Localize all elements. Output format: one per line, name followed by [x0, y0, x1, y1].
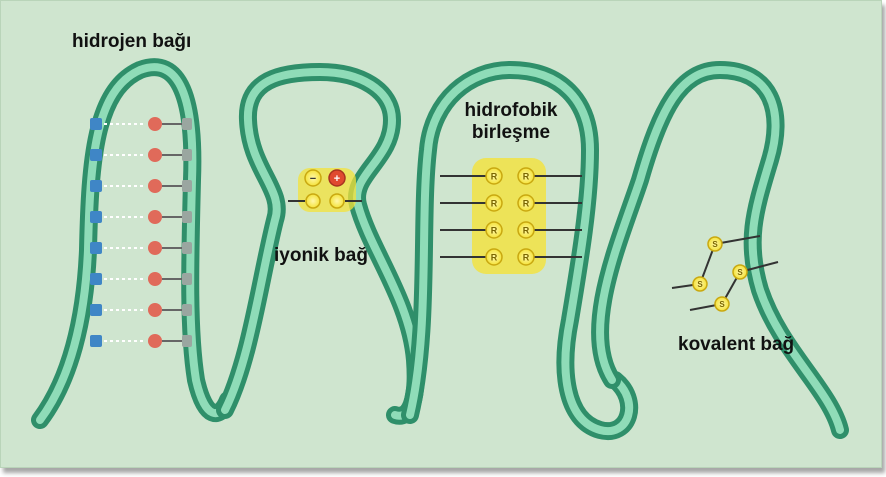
backbone-group — [182, 304, 192, 316]
ribbon-covalent — [600, 70, 840, 430]
acceptor-group — [148, 148, 162, 162]
donor-group — [90, 149, 102, 161]
acceptor-group — [148, 210, 162, 224]
r-group-symbol: R — [491, 172, 498, 182]
hydrogen-bond-row — [90, 334, 192, 348]
acceptor-group — [148, 334, 162, 348]
hydrogen-bond-row — [90, 148, 192, 162]
r-group-symbol: R — [491, 226, 498, 236]
sulfur-symbol: S — [737, 268, 743, 277]
hydrophobic-label: hidrofobik birleşme — [456, 100, 566, 144]
acceptor-group — [148, 241, 162, 255]
backbone-group — [182, 335, 192, 347]
ribbon-hydrogen — [40, 67, 228, 420]
acceptor-group — [148, 117, 162, 131]
r-group-symbol: R — [523, 253, 530, 263]
donor-group — [90, 180, 102, 192]
hydrogen-bond-row — [90, 303, 192, 317]
donor-group — [90, 242, 102, 254]
r-group-symbol: R — [491, 253, 498, 263]
hydrogen-bond-rows — [90, 117, 192, 348]
hydrogen-bond-row — [90, 179, 192, 193]
ionic-groups: − + — [288, 168, 362, 212]
backbone-group — [182, 149, 192, 161]
hydrogen-bond-row — [90, 210, 192, 224]
sulfur-symbol: S — [719, 300, 725, 309]
acceptor-group — [148, 179, 162, 193]
acceptor-group — [148, 272, 162, 286]
covalent-bond-label: kovalent bağ — [678, 334, 794, 356]
hydrophobic-label-line1: hidrofobik — [456, 100, 566, 122]
hydrogen-bond-row — [90, 241, 192, 255]
ionic-bond-label: iyonik bağ — [274, 245, 368, 267]
donor-group — [90, 304, 102, 316]
donor-group — [90, 273, 102, 285]
donor-group — [90, 211, 102, 223]
hydrogen-bond-row — [90, 272, 192, 286]
sulfur-symbol: S — [697, 280, 703, 289]
backbone-group — [182, 242, 192, 254]
r-group-symbol: R — [523, 226, 530, 236]
hydrophobic-groups: R R R R R R R R — [440, 158, 582, 274]
hydrophobic-label-line2: birleşme — [456, 122, 566, 144]
donor-group — [90, 335, 102, 347]
ribbon-ionic — [225, 72, 416, 416]
ionic-minus-symbol: − — [310, 173, 316, 185]
hydrogen-bond-label: hidrojen bağı — [72, 31, 191, 53]
r-group-symbol: R — [523, 199, 530, 209]
r-group-symbol: R — [491, 199, 498, 209]
ionic-plus-symbol: + — [334, 173, 340, 185]
backbone-group — [182, 180, 192, 192]
backbone-group — [182, 118, 192, 130]
backbone-group — [182, 211, 192, 223]
sulfur-symbol: S — [712, 240, 718, 249]
acceptor-group — [148, 303, 162, 317]
backbone-group — [182, 273, 192, 285]
donor-group — [90, 118, 102, 130]
r-group-symbol: R — [523, 172, 530, 182]
